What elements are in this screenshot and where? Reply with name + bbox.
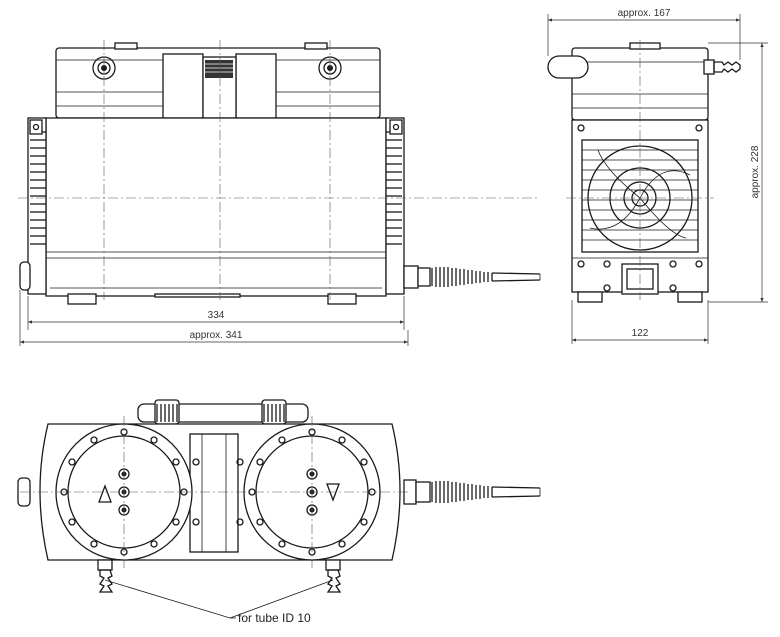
dim-228-label: approx. 228 — [750, 145, 761, 198]
dim-167-label: approx. 167 — [618, 8, 671, 19]
top-view — [17, 399, 541, 619]
leader-lines — [104, 579, 334, 619]
hose-connector-right-icon — [325, 559, 342, 593]
power-cable-front-icon — [403, 265, 541, 289]
hose-connector-left-icon — [97, 559, 114, 593]
dim-122-label: 122 — [632, 328, 649, 339]
front-view — [18, 40, 541, 305]
power-cable-top-icon — [403, 479, 541, 505]
side-view — [547, 40, 741, 303]
tube-label: for tube ID 10 — [238, 611, 311, 625]
side-dimensions — [547, 14, 768, 344]
cooling-fins-left-icon — [30, 131, 46, 245]
hose-barb-icon — [703, 59, 741, 75]
coupling-knurl-icon — [205, 60, 233, 78]
dim-334-label: 334 — [208, 310, 225, 321]
dim-341-label: approx. 341 — [190, 330, 243, 341]
front-dimensions — [19, 290, 409, 346]
